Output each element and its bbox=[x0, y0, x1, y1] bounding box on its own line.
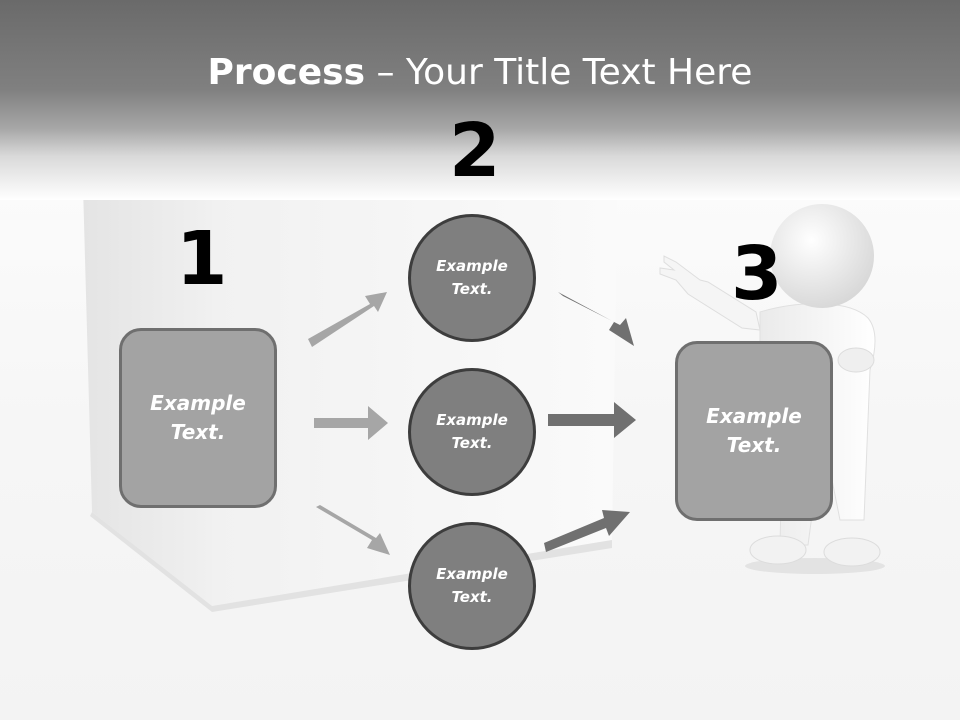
step-3-box: Example Text. bbox=[675, 341, 833, 521]
step-1-box: Example Text. bbox=[119, 328, 277, 508]
step-2-circle-bottom-text: Example Text. bbox=[436, 564, 508, 606]
title-rest: – Your Title Text Here bbox=[365, 52, 753, 93]
arrow-1-to-bottom bbox=[316, 505, 390, 555]
step-2-circle-middle-text: Example Text. bbox=[436, 410, 508, 452]
slide-title: Process – Your Title Text Here bbox=[0, 52, 960, 93]
arrow-top-to-3 bbox=[558, 292, 634, 346]
step-1-text: Example Text. bbox=[150, 391, 246, 444]
arrow-1-to-top bbox=[308, 292, 387, 347]
arrow-1-to-middle bbox=[314, 406, 388, 440]
title-bar bbox=[0, 0, 960, 200]
step-3-text: Example Text. bbox=[706, 404, 802, 457]
step-2-number: 2 bbox=[449, 108, 501, 194]
arrow-middle-to-3 bbox=[548, 402, 636, 438]
step-2-circle-top: Example Text. bbox=[408, 214, 536, 342]
step-3-number: 3 bbox=[731, 231, 783, 317]
step-2-circle-middle: Example Text. bbox=[408, 368, 536, 496]
step-1-number: 1 bbox=[176, 216, 228, 302]
step-2-circle-top-text: Example Text. bbox=[436, 256, 508, 298]
arrow-bottom-to-3 bbox=[544, 510, 630, 552]
step-2-circle-bottom: Example Text. bbox=[408, 522, 536, 650]
title-bold: Process bbox=[207, 52, 366, 93]
